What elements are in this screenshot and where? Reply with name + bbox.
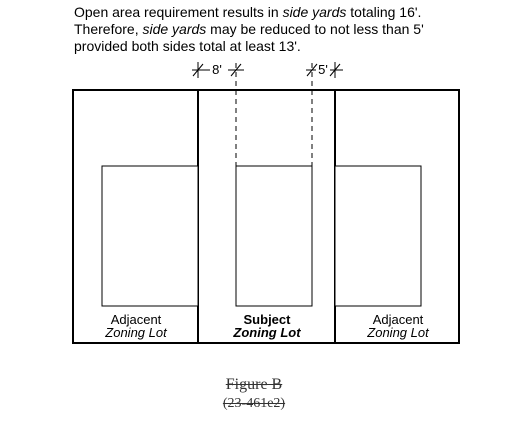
subject-lot-label-line1: Subject (244, 312, 292, 327)
left-yard-dimension: 8' (192, 62, 244, 77)
subject-building (235, 165, 313, 307)
lots-outline (72, 89, 460, 344)
right-yard-label: 5' (318, 62, 328, 77)
right-yard-dimension: 5' (306, 62, 343, 77)
left-lot-label-line2: Zoning Lot (104, 325, 168, 340)
caption: Open area requirement results in side ya… (74, 4, 494, 55)
caption-line-3: provided both sides total at least 13'. (74, 38, 301, 54)
subject-lot-label-line2: Zoning Lot (232, 325, 301, 340)
right-lot-label-line1: Adjacent (373, 312, 424, 327)
right-adjacent-building (334, 165, 422, 307)
right-lot-label-line2: Zoning Lot (366, 325, 430, 340)
caption-line-2: Therefore, side yards may be reduced to … (74, 21, 424, 37)
caption-line-1: Open area requirement results in side ya… (74, 4, 422, 20)
figure-title: Figure B (225, 376, 283, 393)
left-lot-label-line1: Adjacent (111, 312, 162, 327)
left-yard-label: 8' (212, 62, 222, 77)
left-adjacent-building (101, 165, 199, 307)
figure-reference: (23-461e2) (222, 396, 286, 411)
